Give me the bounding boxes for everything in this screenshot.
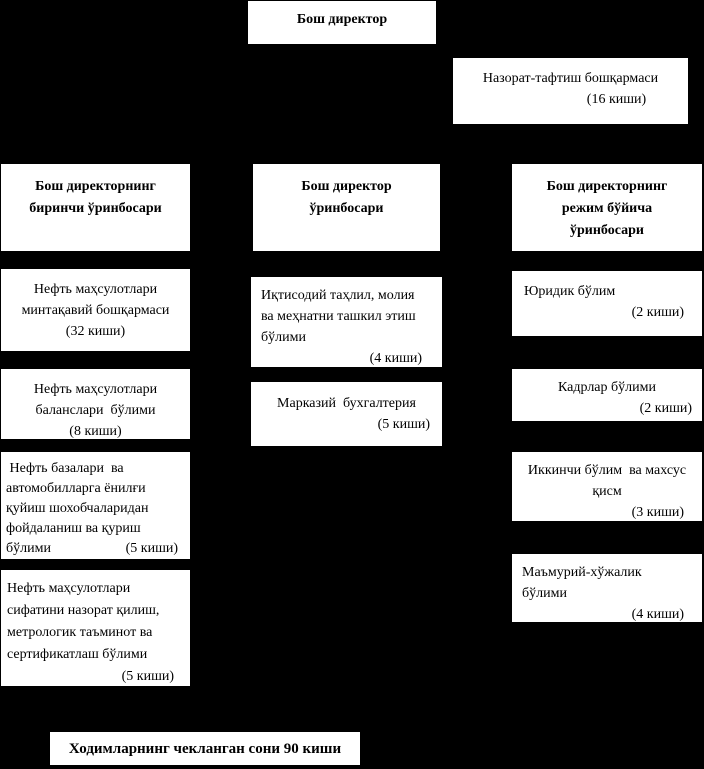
box-title: Назорат-тафтиш бошқармаси bbox=[482, 71, 659, 86]
box-text: Иккинчи бўлим ва махсус қисм bbox=[527, 463, 687, 499]
box-title: Бош директор bbox=[296, 12, 388, 27]
box-title: Юридик бўлим bbox=[524, 284, 616, 299]
box-text-tail: бўлими bbox=[6, 541, 51, 556]
staff-limit-note: Ходимларнинг чекланган сони 90 киши bbox=[49, 731, 361, 766]
staff-count: (4 киши) bbox=[369, 351, 422, 366]
org-box-economic-analysis-dept: Иқтисодий таҳлил, молия ва меҳнатни ташк… bbox=[250, 276, 443, 368]
org-box-first-deputy: Бош директорнинг биринчи ўринбосари bbox=[0, 163, 191, 252]
staff-count: (2 киши) bbox=[639, 401, 692, 416]
box-text: Маъмурий-хўжалик бўлими bbox=[522, 565, 642, 601]
org-box-legal-dept: Юридик бўлим (2 киши) bbox=[511, 270, 703, 337]
staff-count: (16 киши) bbox=[586, 92, 647, 107]
box-text-last-line: бўлими (5 киши) bbox=[6, 539, 182, 559]
org-box-deputy-director: Бош директор ўринбосари bbox=[252, 163, 441, 252]
box-title: Бош директорнинг режим бўйича ўринбосари bbox=[546, 179, 668, 238]
box-title: Бош директор ўринбосари bbox=[301, 179, 392, 216]
staff-count: (3 киши) bbox=[631, 505, 684, 520]
staff-count: (4 киши) bbox=[631, 607, 684, 622]
staff-count: (2 киши) bbox=[631, 305, 684, 320]
org-box-regime-deputy: Бош директорнинг режим бўйича ўринбосари bbox=[511, 163, 703, 252]
org-box-audit-department: Назорат-тафтиш бошқармаси (16 киши) bbox=[452, 57, 689, 125]
box-title: Кадрлар бўлими bbox=[558, 380, 656, 395]
org-box-oil-bases-construction-dept: Нефть базалари ва автомобилларга ёнилғи … bbox=[0, 451, 191, 560]
org-box-general-director: Бош директор bbox=[247, 0, 437, 45]
org-box-administrative-dept: Маъмурий-хўжалик бўлими (4 киши) bbox=[511, 553, 703, 623]
org-box-central-accounting: Марказий бухгалтерия (5 киши) bbox=[250, 381, 443, 447]
org-box-regional-oil-products: Нефть маҳсулотлари минтақавий бошқармаси… bbox=[0, 268, 191, 352]
org-box-hr-dept: Кадрлар бўлими (2 киши) bbox=[511, 368, 703, 422]
box-title: Марказий бухгалтерия bbox=[277, 396, 416, 411]
org-box-quality-control-dept: Нефть маҳсулотлари сифатини назорат қили… bbox=[0, 569, 191, 687]
org-box-oil-balances-dept: Нефть маҳсулотлари баланслари бўлими (8 … bbox=[0, 368, 191, 440]
staff-count: (5 киши) bbox=[121, 669, 174, 684]
box-text: Иқтисодий таҳлил, молия ва меҳнатни ташк… bbox=[261, 288, 416, 345]
staff-count: (5 киши) bbox=[125, 541, 178, 556]
staff-count: (5 киши) bbox=[377, 417, 430, 432]
box-title: Бош директорнинг биринчи ўринбосари bbox=[29, 179, 162, 216]
box-text: Нефть маҳсулотлари сифатини назорат қили… bbox=[7, 581, 160, 662]
box-text: Нефть маҳсулотлари минтақавий бошқармаси… bbox=[21, 282, 170, 339]
box-title: Ходимларнинг чекланган сони 90 киши bbox=[68, 741, 342, 757]
org-box-second-special-dept: Иккинчи бўлим ва махсус қисм (3 киши) bbox=[511, 451, 703, 522]
box-text: Нефть маҳсулотлари баланслари бўлими (8 … bbox=[33, 382, 158, 439]
box-text: Нефть базалари ва автомобилларга ёнилғи … bbox=[6, 461, 149, 536]
